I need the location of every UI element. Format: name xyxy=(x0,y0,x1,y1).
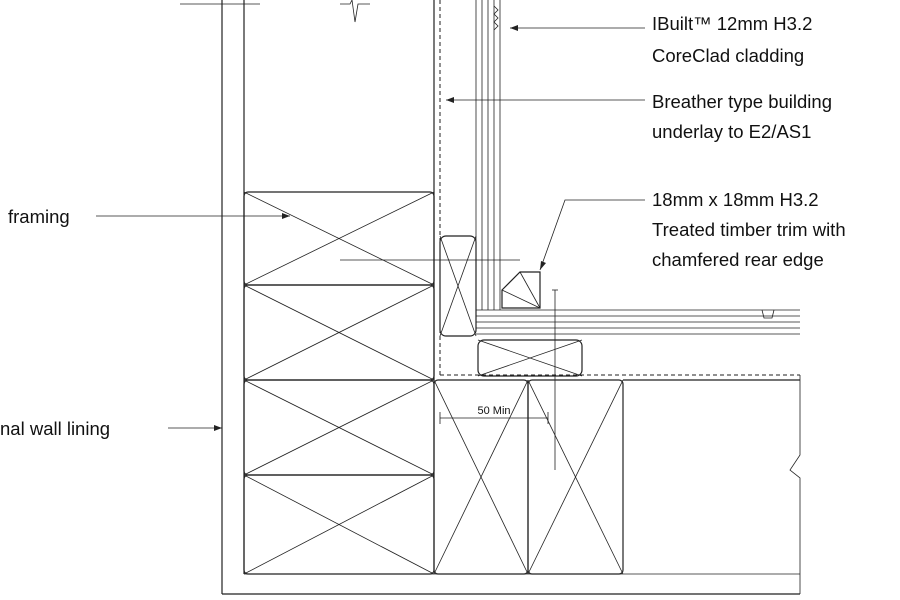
callout-lining-line1: nal wall lining xyxy=(0,418,110,439)
callout-trim-line1: 18mm x 18mm H3.2 xyxy=(652,189,819,210)
dimension-label: 50 Min xyxy=(477,405,510,417)
callout-lining: nal wall lining xyxy=(0,418,110,439)
fixings xyxy=(340,259,558,470)
return-wall-studs xyxy=(433,379,800,575)
framing-studs xyxy=(243,0,435,575)
break-line-right xyxy=(789,375,801,594)
callout-underlay-line2: underlay to E2/AS1 xyxy=(652,121,811,142)
timber-trim xyxy=(501,271,541,309)
callout-trim-line2: Treated timber trim with xyxy=(652,219,846,240)
cladding-vertical xyxy=(475,0,501,310)
callout-cladding: IBuilt™ 12mm H3.2 CoreClad cladding xyxy=(652,13,812,66)
callout-cladding-line2: CoreClad cladding xyxy=(652,45,804,66)
arrowhead-icon xyxy=(214,425,222,431)
arrowhead-icon xyxy=(282,213,290,219)
callout-cladding-line1: IBuilt™ 12mm H3.2 xyxy=(652,13,812,34)
callout-trim-line3: chamfered rear edge xyxy=(652,249,824,270)
dimension-50min: 50 Min xyxy=(439,405,549,424)
callout-underlay: Breather type building underlay to E2/AS… xyxy=(652,91,832,142)
leader-lines xyxy=(96,25,645,431)
break-line-top xyxy=(340,0,370,23)
internal-wall-lining xyxy=(180,0,800,595)
arrowhead-icon xyxy=(540,261,546,270)
arrowhead-icon xyxy=(510,25,518,31)
callout-underlay-line1: Breather type building xyxy=(652,91,832,112)
arrowhead-icon xyxy=(446,97,454,103)
callout-framing-line1: framing xyxy=(8,206,70,227)
callout-framing: framing xyxy=(8,206,70,227)
cavity-battens xyxy=(439,235,583,377)
callout-trim: 18mm x 18mm H3.2 Treated timber trim wit… xyxy=(652,189,846,270)
cladding-horizontal xyxy=(476,309,800,335)
building-underlay xyxy=(439,0,800,376)
